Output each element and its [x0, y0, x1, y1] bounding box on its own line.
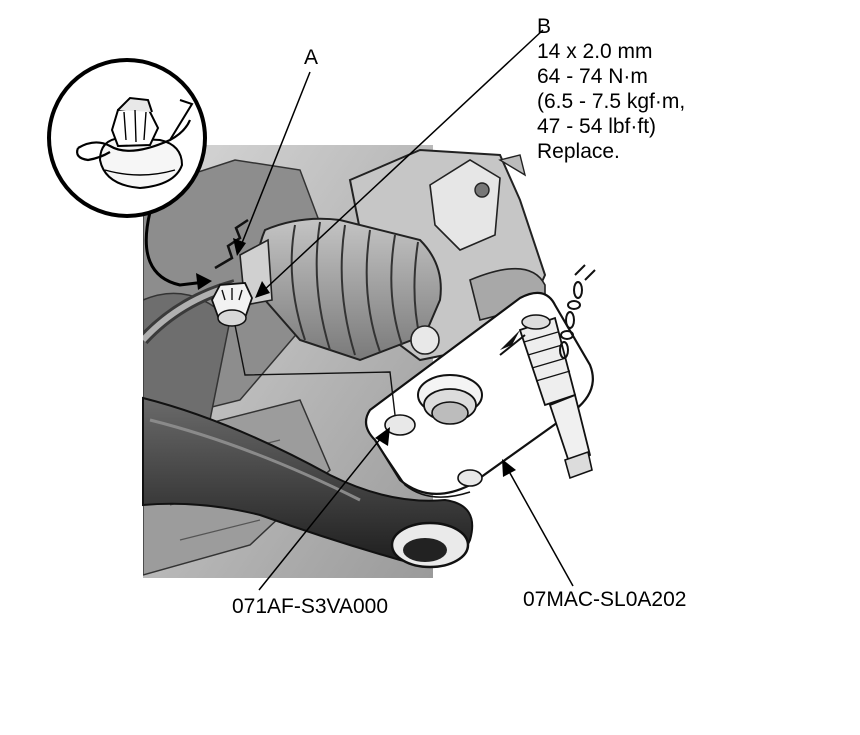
- spec-replace-note: Replace.: [537, 140, 620, 163]
- tool-number-ball-joint-tool: 07MAC-SL0A202: [523, 588, 687, 611]
- detail-arrow: [144, 211, 206, 287]
- spec-torque-lbfft: 47 - 54 lbf·ft): [537, 115, 657, 138]
- detail-arrowhead: [196, 273, 212, 290]
- spec-torque-nm: 64 - 74 N·m: [537, 65, 648, 88]
- spec-torque-kgfm: (6.5 - 7.5 kgf·m,: [537, 90, 686, 113]
- leader-tool-2: [505, 465, 574, 587]
- castle-nut: [211, 282, 253, 327]
- tool-number-ball-joint-remover: 071AF-S3VA000: [232, 595, 389, 618]
- spec-thread-size: 14 x 2.0 mm: [537, 40, 653, 63]
- arrowhead-b: [255, 281, 270, 298]
- detail-view: [47, 58, 207, 218]
- arrowhead-tool-1: [375, 427, 390, 446]
- callout-label-b: B: [537, 15, 552, 38]
- suspension-drawing: [142, 145, 596, 578]
- leader-lines: [239, 29, 574, 591]
- arrowhead-tool-2: [502, 459, 516, 477]
- leader-b: [261, 29, 544, 293]
- callout-label-a: A: [304, 46, 319, 69]
- ball-joint-remover-tool: [364, 291, 594, 498]
- lower-arm: [142, 396, 474, 569]
- chain: [559, 264, 596, 359]
- leader-tool-1: [258, 432, 386, 591]
- arrowhead-a: [233, 238, 246, 256]
- leader-a: [239, 71, 311, 249]
